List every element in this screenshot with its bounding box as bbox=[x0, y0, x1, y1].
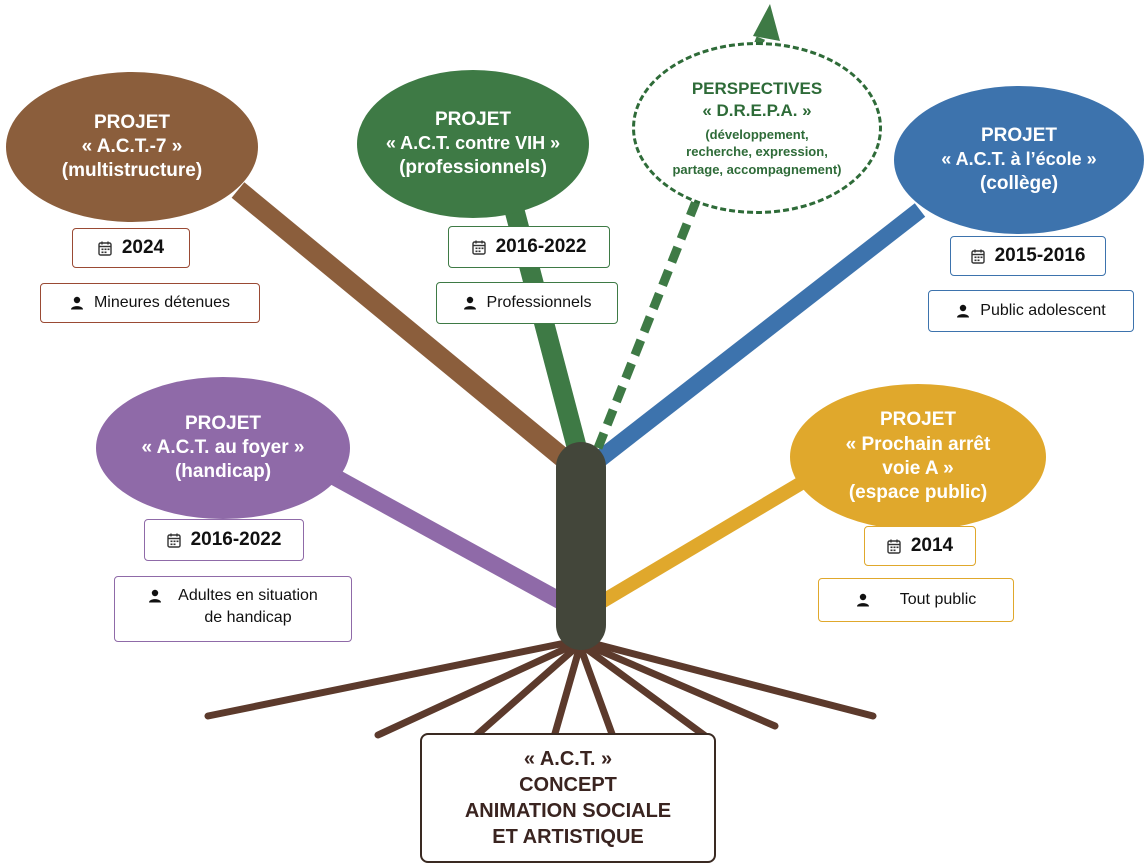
project-label: PROJET bbox=[184, 412, 262, 434]
calendar-icon bbox=[471, 240, 486, 255]
project-name: « A.C.T.-7 » bbox=[81, 135, 183, 157]
project-label: PROJET bbox=[93, 111, 171, 133]
project-act7-date: 2024 bbox=[72, 228, 190, 268]
trunk bbox=[556, 442, 606, 650]
root-line bbox=[458, 640, 584, 752]
root-line bbox=[374, 638, 584, 739]
project-ecole-date: 2015-2016 bbox=[950, 236, 1106, 276]
perspectives-label: PERSPECTIVES bbox=[691, 78, 823, 98]
project-name: « A.C.T. contre VIH » bbox=[385, 133, 561, 154]
branch-arret bbox=[594, 459, 834, 611]
calendar-icon bbox=[887, 539, 901, 554]
project-arret-bubble: PROJET « Prochain arrêt voie A » (espace… bbox=[790, 384, 1046, 530]
project-vih-date: 2016-2022 bbox=[448, 226, 610, 268]
date-text: 2016-2022 bbox=[495, 236, 587, 257]
perspectives-detail: (développement, bbox=[705, 126, 809, 142]
concept-name: « A.C.T. » bbox=[523, 748, 613, 770]
project-context: (espace public) bbox=[848, 482, 988, 504]
person-icon bbox=[856, 593, 870, 607]
concept-box: « A.C.T. » CONCEPT ANIMATION SOCIALE ET … bbox=[420, 733, 716, 863]
date-text: 2016-2022 bbox=[190, 529, 282, 550]
date-text: 2015-2016 bbox=[994, 245, 1086, 266]
project-act7-audience: Mineures détenues bbox=[40, 283, 260, 323]
project-vih-bubble: PROJET « A.C.T. contre VIH » (profession… bbox=[357, 70, 589, 218]
date-text: 2014 bbox=[910, 535, 954, 556]
date-text: 2024 bbox=[121, 237, 165, 258]
root-line bbox=[204, 636, 584, 720]
project-foyer-date: 2016-2022 bbox=[144, 519, 304, 561]
calendar-icon bbox=[166, 533, 181, 548]
branch-ecole bbox=[590, 203, 926, 469]
calendar-icon bbox=[970, 249, 985, 264]
roots bbox=[204, 636, 877, 762]
perspectives-name: « D.R.E.P.A. » bbox=[702, 100, 812, 120]
project-name: « Prochain arrêt bbox=[845, 433, 991, 455]
project-arret-date: 2014 bbox=[864, 526, 976, 566]
audience-text: Professionnels bbox=[486, 293, 592, 311]
project-act7-bubble: PROJET « A.C.T.-7 » (multistructure) bbox=[6, 72, 258, 222]
audience-text: Mineures détenues bbox=[93, 293, 231, 311]
audience-line: de handicap bbox=[204, 609, 292, 627]
project-vih-audience: Professionnels bbox=[436, 282, 618, 324]
project-label: PROJET bbox=[879, 409, 957, 431]
audience-text: Public adolescent bbox=[980, 301, 1106, 319]
root-line bbox=[576, 638, 779, 730]
perspectives-detail: recherche, expression, bbox=[686, 144, 828, 160]
audience-line: Adultes en situation bbox=[178, 587, 318, 604]
person-icon bbox=[148, 589, 162, 603]
project-name-cont: voie A » bbox=[882, 458, 954, 479]
perspectives-bubble: PERSPECTIVES « D.R.E.P.A. » (développeme… bbox=[632, 42, 882, 214]
branch-foyer bbox=[317, 462, 571, 612]
project-context: (collège) bbox=[979, 172, 1059, 194]
project-label: PROJET bbox=[980, 125, 1058, 147]
arrow-head bbox=[753, 4, 780, 41]
project-foyer-audience: Adultes en situation de handicap bbox=[114, 576, 352, 642]
perspectives-detail: partage, accompagnement) bbox=[672, 161, 842, 177]
branch-act7 bbox=[231, 182, 575, 470]
audience-text: Tout public bbox=[899, 590, 977, 608]
calendar-icon bbox=[98, 241, 112, 256]
project-arret-audience: Tout public bbox=[818, 578, 1014, 622]
person-icon bbox=[70, 296, 84, 310]
person-icon bbox=[463, 296, 477, 310]
project-ecole-bubble: PROJET « A.C.T. à l’école » (collège) bbox=[894, 86, 1144, 234]
project-label: PROJET bbox=[434, 109, 512, 131]
project-context: (handicap) bbox=[174, 461, 272, 483]
concept-line: ET ARTISTIQUE bbox=[492, 826, 644, 848]
project-name: « A.C.T. à l’école » bbox=[941, 149, 1097, 170]
audience-text: Adultes en situation de handicap bbox=[178, 585, 318, 630]
root-line bbox=[576, 636, 877, 720]
project-context: (multistructure) bbox=[61, 160, 203, 182]
concept-line: ANIMATION SOCIALE bbox=[464, 800, 672, 822]
project-foyer-bubble: PROJET « A.C.T. au foyer » (handicap) bbox=[96, 377, 350, 519]
project-ecole-audience: Public adolescent bbox=[928, 290, 1134, 332]
person-icon bbox=[956, 304, 970, 318]
project-context: (professionnels) bbox=[399, 156, 547, 178]
concept-line: CONCEPT bbox=[519, 774, 617, 796]
project-name: « A.C.T. au foyer » bbox=[141, 436, 305, 458]
root-line bbox=[576, 640, 712, 742]
